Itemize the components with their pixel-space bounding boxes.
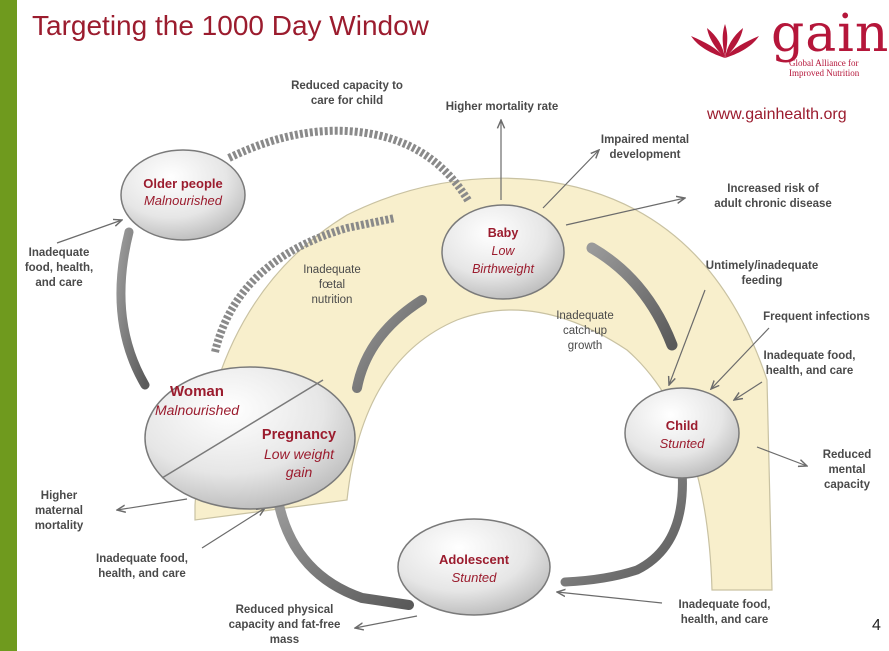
woman-subtitle: Malnourished — [154, 402, 240, 418]
wheat-emblem-icon — [691, 24, 759, 58]
node-child — [624, 387, 740, 479]
page-number: 4 — [872, 617, 881, 634]
annotation-arrows — [56, 120, 807, 628]
adolescent-subtitle: Stunted — [451, 570, 497, 585]
arrow-older-to-woman — [116, 227, 150, 390]
pregnancy-subtitle-line2: gain — [285, 464, 313, 480]
node-adolescent — [397, 518, 551, 616]
node-older-people — [120, 149, 246, 241]
node-baby — [441, 204, 565, 300]
arrow-baby-to-child — [586, 242, 678, 351]
label-inadequate-fhc-right: Inadequate food,health, and care — [763, 350, 856, 377]
woman-title: Woman — [170, 383, 224, 400]
logo-subtitle-line1: Global Alliance for — [789, 58, 859, 68]
adolescent-title: Adolescent — [438, 552, 510, 567]
label-infections: Frequent infections — [763, 311, 870, 323]
label-higher-mortality: Higher mortality rate — [445, 101, 559, 113]
baby-title: Baby — [487, 226, 519, 240]
slide-title: Targeting the 1000 Day Window — [32, 10, 429, 41]
pregnancy-subtitle-line1: Low weight — [263, 446, 335, 462]
arrow-adolescent-to-woman — [274, 500, 414, 610]
arrow-care-to-baby-dashed — [227, 126, 473, 205]
baby-subtitle-line1: Low — [491, 244, 515, 258]
pregnancy-title: Pregnancy — [261, 427, 337, 443]
logo-wordmark: gain — [771, 4, 889, 64]
life-cycle-diagram — [56, 0, 889, 651]
child-subtitle: Stunted — [659, 436, 705, 451]
arrow-pregnancy-to-baby — [352, 295, 427, 393]
older-people-subtitle: Malnourished — [143, 193, 223, 208]
woman-pregnancy-divider — [161, 379, 324, 479]
label-inadequate-fhc-bottom-left: Inadequate food,health, and care — [96, 553, 188, 580]
logo-subtitle-line2: Improved Nutrition — [789, 68, 860, 78]
arrow-woman-to-baby-dashed — [211, 214, 396, 353]
website-url: www.gainhealth.org — [707, 106, 847, 123]
older-people-title: Older people — [143, 176, 223, 191]
baby-subtitle-line2: Birthweight — [472, 262, 534, 276]
node-woman-pregnancy — [144, 366, 356, 510]
label-inadequate-fhc-bottom-right: Inadequate food,health, and care — [678, 599, 771, 626]
arrow-child-to-adolescent — [560, 465, 687, 587]
child-title: Child — [665, 418, 699, 433]
slide: Targeting the 1000 Day Window gain Globa… — [17, 0, 889, 651]
gain-logo: gain Global Alliance for Improved Nutrit… — [685, 4, 889, 84]
